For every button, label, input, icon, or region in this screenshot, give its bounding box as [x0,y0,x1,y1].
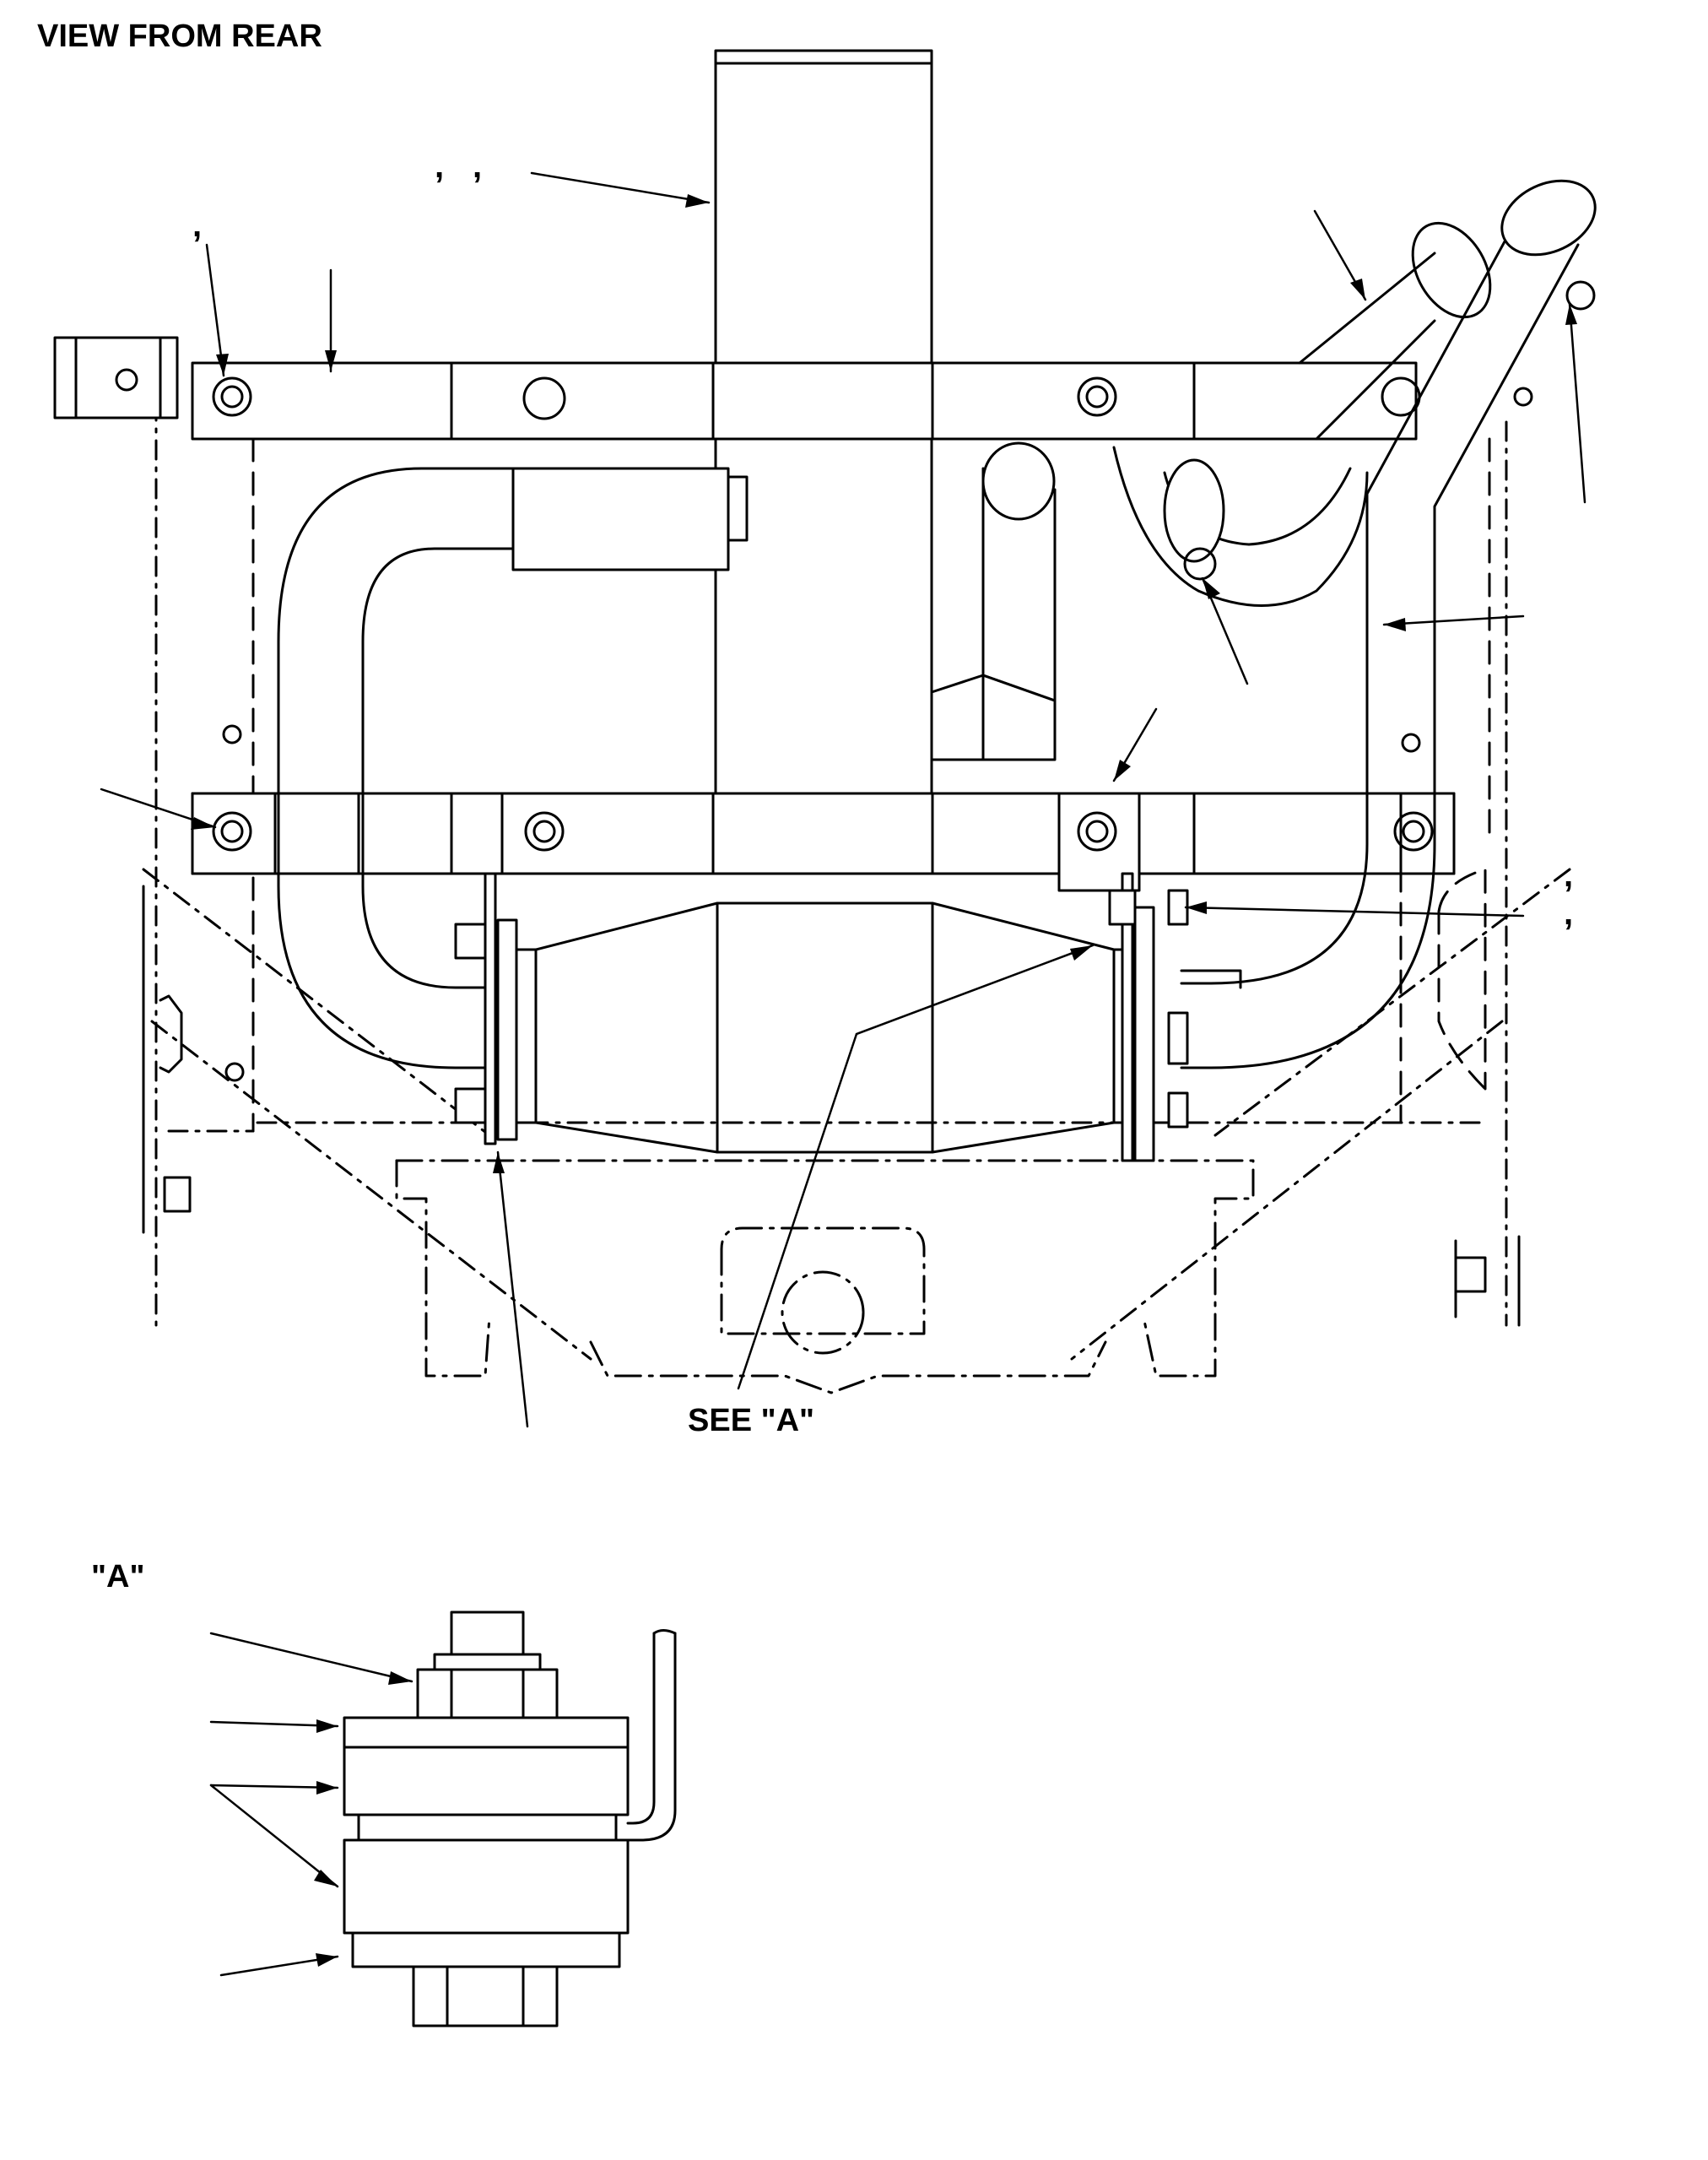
bracket-bolts [212,280,1596,1082]
comma-mark-3: , [192,207,202,244]
leader-lines [100,171,1586,1428]
right-bent-pipe [1180,179,1597,1069]
lower-bracket [191,792,1456,892]
comma-mark-1: , [435,148,444,185]
muffler [488,901,1128,1154]
rear-pipe-segment [1298,221,1492,441]
flange-bolts [454,889,1189,1129]
comma-mark-2: , [473,148,482,185]
frame-inner-dashes [251,437,1491,1133]
exhaust-elbow [930,441,1369,761]
left-flange [484,872,518,1145]
right-flange [1108,872,1155,1162]
left-u-pipe [277,467,749,1069]
detail-a-label: "A" [91,1559,144,1594]
side-clips [142,885,1521,1327]
comma-mark-4: , [1564,857,1573,894]
frame-outline [142,361,1571,1361]
arrow-heads [191,194,1577,1173]
view-title: VIEW FROM REAR [37,19,322,54]
chassis-base [395,1159,1255,1394]
see-a-callout: SEE "A" [688,1403,814,1438]
detail-a-bolt [343,1611,677,2027]
upper-bracket [53,336,1418,441]
comma-mark-5: , [1564,895,1573,932]
detail-a-arrowheads [314,1671,412,1967]
